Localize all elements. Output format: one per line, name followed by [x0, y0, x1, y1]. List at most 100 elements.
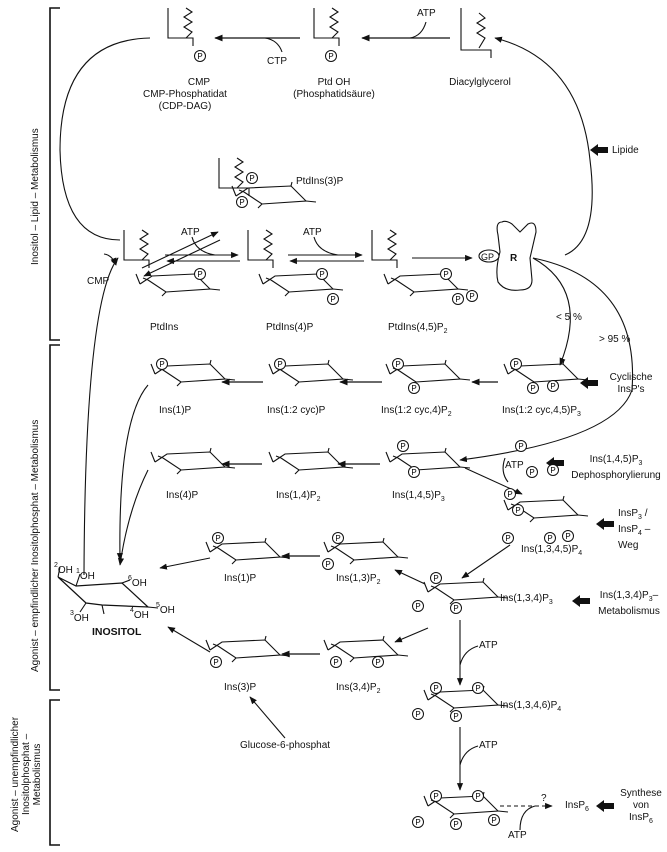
ins134p3-base: Ins(1,3,4)P [500, 593, 549, 604]
svg-text:P: P [325, 560, 330, 569]
phosphate-icon: P [472, 790, 484, 802]
phosphate-icon: P [526, 466, 538, 478]
ins1345p4-sub: 4 [578, 550, 583, 557]
sidebar-p134: Ins(1,3,4)P3– Metabolismus [592, 590, 666, 618]
ins1p-label: Ins(1)P [224, 573, 257, 584]
ins1345p4-label: Ins(1,3,4,5)P4 [521, 544, 582, 560]
phosphate-icon: P [274, 358, 286, 370]
inositol-oh-1: OH [79, 571, 95, 582]
inositol-oh1: 1OH [76, 566, 95, 583]
sidebar-p3p4-1-base: InsP [618, 508, 639, 519]
svg-text:P: P [330, 295, 335, 304]
ptdins45p2-base: PtdIns(4,5)P [388, 322, 444, 333]
inositol-oh5: 5OH [156, 600, 175, 617]
ins4p-label: Ins(4)P [166, 490, 199, 501]
ins12cyc45p3-label: Ins(1:2 cyc,4,5)P3 [502, 405, 581, 421]
question-label: ? [541, 793, 547, 804]
sidebar-synth: Synthese von InsP6 [616, 788, 666, 828]
sidebar-p134-tail: – [652, 590, 659, 601]
svg-text:P: P [328, 52, 333, 61]
phosphate-icon: P [236, 196, 248, 208]
cdp-dag-name: CMP-Phosphatidat [143, 89, 227, 100]
svg-text:P: P [475, 684, 480, 693]
phosphate-icon: P [466, 290, 478, 302]
svg-text:P: P [518, 442, 523, 451]
svg-text:P: P [530, 384, 535, 393]
svg-text:P: P [411, 468, 416, 477]
gt95-label: > 95 % [599, 334, 631, 345]
cmp-label: CMP [87, 276, 110, 287]
phosphate-icon: P [488, 814, 500, 826]
svg-text:P: P [213, 658, 218, 667]
phosphate-icon: P [502, 532, 514, 544]
receptor-shape [478, 220, 537, 291]
svg-text:P: P [415, 710, 420, 719]
arrow-receptor-lt5 [532, 257, 571, 366]
phosphate-icon: P [547, 380, 559, 392]
phosphate-icon: P [544, 532, 556, 544]
section-bracket-lipid [49, 7, 60, 341]
ins12cyc4p2-label: Ins(1:2 cyc,4)P2 [381, 405, 452, 421]
phosphate-icon: P [440, 268, 452, 280]
svg-text:P: P [395, 360, 400, 369]
sidebar-cyclic-1: Cyclische [609, 372, 653, 383]
section-label-agonist-insensitive-3: Metabolismus [32, 743, 43, 806]
ins34p2-base: Ins(3,4)P [336, 682, 377, 693]
ins12cyc4p2-base: Ins(1:2 cyc,4)P [381, 405, 448, 416]
ins12cyc45p3-base: Ins(1:2 cyc,4,5)P [502, 405, 578, 416]
sidebar-cyclic-2: InsP's [617, 384, 645, 395]
inositol-oh2: 2OH [54, 560, 73, 577]
svg-text:P: P [197, 270, 202, 279]
phosphate-icon: P [412, 708, 424, 720]
svg-text:P: P [453, 604, 458, 613]
phosphate-icon: P [512, 504, 524, 516]
phosphate-icon: P [325, 50, 337, 62]
ins14p2-label: Ins(1,4)P2 [276, 490, 320, 506]
section-label-agonist-insensitive: Agonist – unempfindlicher Inositolphosph… [10, 717, 43, 832]
dag-structure [460, 8, 492, 58]
inositol-oh-4: OH [133, 610, 149, 621]
phosphate-icon: P [210, 656, 222, 668]
phosphate-icon: P [430, 572, 442, 584]
phosphate-icon: P [504, 488, 516, 500]
ptdins4p-structure [247, 229, 274, 269]
phosphate-icon: P [412, 816, 424, 828]
sidebar-synth-2: von [632, 800, 650, 811]
svg-text:P: P [513, 360, 518, 369]
ins1346p4-base: Ins(1,3,4,6)P [500, 700, 558, 711]
sidebar-p3p4-2-base: InsP [618, 524, 639, 535]
svg-text:P: P [239, 198, 244, 207]
inositol-oh-5: OH [159, 605, 175, 616]
cmp-label-top: CMP [187, 77, 211, 88]
ptdoh-desc: (Phosphatidsäure) [293, 89, 375, 100]
ctp-label: CTP [267, 56, 287, 67]
phosphate-icon: P [450, 602, 462, 614]
sidebar-dephos-base: Ins(1,4,5)P [589, 454, 639, 465]
phosphate-icon: P [412, 600, 424, 612]
atp-label-ptdins: ATP [181, 227, 200, 238]
phosphate-icon: P [392, 358, 404, 370]
ins13p2-sub: 2 [376, 579, 381, 586]
ins134p3-label: Ins(1,3,4)P3 [500, 593, 553, 609]
svg-text:P: P [375, 658, 380, 667]
sidebar-synth-1: Synthese [620, 788, 662, 799]
ins1p-cyc-label: Ins(1)P [159, 405, 192, 416]
ins1345p4-base: Ins(1,3,4,5)P [521, 544, 579, 555]
arrow-receptor-gt95 [459, 257, 634, 463]
section-label-lipid: Inositol – Lipid – Metabolismus [30, 128, 41, 265]
insp6-label: InsP6 [565, 800, 589, 816]
ins1346p4-label: Ins(1,3,4,6)P4 [500, 700, 561, 716]
inositol-oh-6: OH [131, 578, 147, 589]
ptdins-label: PtdIns [150, 322, 179, 333]
phosphate-icon: P [212, 532, 224, 544]
inositol-oh6: 6OH [128, 573, 147, 590]
phosphate-icon: P [156, 358, 168, 370]
svg-text:P: P [505, 534, 510, 543]
sidebar-p134-sub: 3 [648, 596, 653, 603]
sidebar-arrow-cyclic [580, 377, 598, 389]
inositol-num-6: 6 [128, 575, 132, 582]
cdp-dag-structure [167, 7, 194, 47]
atp-label-ptdins4p: ATP [303, 227, 322, 238]
dag-label: Diacylglycerol [449, 77, 511, 88]
